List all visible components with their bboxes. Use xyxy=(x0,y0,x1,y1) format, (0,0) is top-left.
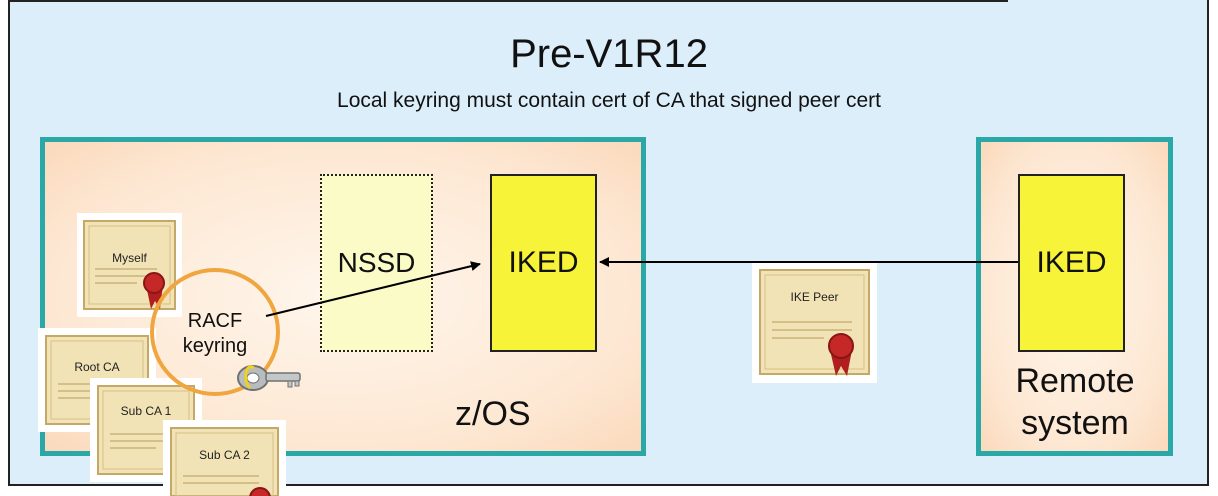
cert-sub-ca-1-label: Sub CA 1 xyxy=(120,404,172,418)
cert-root-ca-label: Root CA xyxy=(74,360,120,374)
cert-myself: Myself xyxy=(77,213,182,317)
racf-keyring-label: RACF keyring xyxy=(150,309,280,359)
key-icon xyxy=(237,365,301,391)
diagram-subtitle: Local keyring must contain cert of CA th… xyxy=(337,89,881,112)
racf-keyring-ring xyxy=(150,268,280,396)
racf-keyring-line2: keyring xyxy=(182,335,248,357)
remote-label-line2: system xyxy=(1021,404,1129,442)
zos-iked-box: IKED xyxy=(490,174,597,352)
remote-iked-box: IKED xyxy=(1018,174,1125,352)
cert-ike-peer: IKE Peer xyxy=(752,262,877,383)
cert-sub-ca-2: Sub CA 2 xyxy=(163,420,286,496)
racf-keyring-line1: RACF xyxy=(187,310,243,332)
nssd-box: NSSD xyxy=(320,174,433,352)
cert-myself-label: Myself xyxy=(112,251,147,265)
panel-top-border xyxy=(8,0,1008,2)
cert-sub-ca-2-label: Sub CA 2 xyxy=(199,448,250,462)
remote-label-line1: Remote xyxy=(1015,362,1135,400)
diagram-title: Pre-V1R12 xyxy=(510,32,708,76)
keyring-to-iked-arrow xyxy=(265,261,481,317)
cert-ike-peer-label: IKE Peer xyxy=(790,290,839,304)
zos-label: z/OS xyxy=(455,395,531,433)
remote-system-label: Remote system xyxy=(985,360,1165,444)
